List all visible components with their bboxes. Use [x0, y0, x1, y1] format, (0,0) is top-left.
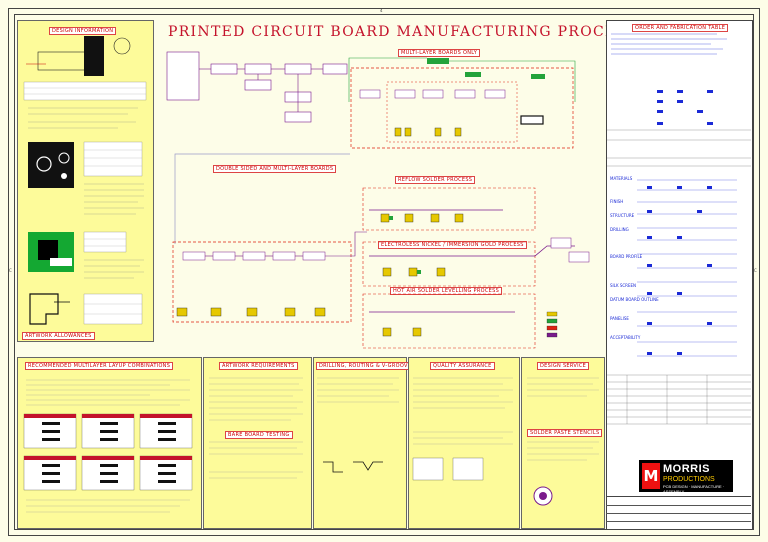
label-acceptability: ACCEPTABILITY [610, 335, 641, 340]
artwork-allowances-header: ARTWORK ALLOWANCES [22, 332, 95, 340]
design-service-header: DESIGN SERVICE [537, 362, 590, 370]
outer-frame [8, 8, 760, 536]
logo-mark: M [642, 463, 660, 489]
company-logo: M MORRIS PRODUCTIONS PCB DESIGN · MANUFA… [639, 460, 733, 494]
grid-label-top: 4 [380, 8, 383, 13]
label-board-profile: BOARD PROFILE [610, 254, 643, 259]
tb-row-1 [606, 505, 751, 506]
grid-label-right: C [754, 268, 757, 273]
label-panelise: PANELISE [610, 316, 629, 321]
label-datum: DATUM BOARD OUTLINE [610, 297, 659, 302]
title-block-grid [606, 496, 751, 529]
label-drilling: DRILLING [610, 227, 629, 232]
label-structure: STRUCTURE [610, 213, 635, 218]
quality-header: QUALITY ASSURANCE [430, 362, 495, 370]
quality-panel [408, 357, 520, 529]
drilling-panel [313, 357, 407, 529]
artwork-requirements-panel [203, 357, 312, 529]
page-title: PRINTED CIRCUIT BOARD MANUFACTURING PROC… [168, 24, 639, 40]
recommended-header: RECOMMENDED MULTILAYER LAYUP COMBINATION… [25, 362, 174, 370]
process-flow-diagram [166, 51, 590, 349]
reflow-header: REFLOW SOLDER PROCESS [395, 176, 476, 184]
label-silk-screen: SILK SCREEN [610, 283, 636, 288]
label-materials: MATERIALS [610, 176, 633, 181]
logo-tagline: PCB DESIGN · MANUFACTURE · ASSEMBLY [663, 484, 725, 494]
label-finish: FINISH [610, 199, 624, 204]
multi-layer-header: MULTI-LAYER BOARDS ONLY [398, 49, 481, 57]
logo-sub: PRODUCTIONS [663, 476, 715, 483]
order-table-lines [607, 33, 751, 425]
logo-company: MORRIS [663, 463, 710, 475]
electroless-header: ELECTROLESS NICKEL / IMMERSION GOLD PROC… [378, 241, 527, 249]
left-column-diagrams [23, 36, 147, 325]
solder-paste-header: SOLDER PASTE STENCILS [527, 429, 603, 437]
inner-frame [14, 14, 754, 530]
artwork-requirements-header: ARTWORK REQUIREMENTS [219, 362, 298, 370]
layup-tables [23, 379, 193, 513]
order-table-header: ORDER AND FABRICATION TABLE [632, 24, 729, 32]
tb-row-3 [606, 521, 751, 522]
grid-label-left: C [9, 268, 12, 273]
bottom-panels-text [209, 377, 599, 506]
double-sided-header: DOUBLE SIDED AND MULTI-LAYER BOARDS [213, 165, 337, 173]
order-table-frame [606, 20, 753, 530]
bare-board-header: BARE BOARD TESTING [225, 431, 293, 439]
tb-row-2 [606, 513, 751, 514]
design-information-header: DESIGN INFORMATION [49, 27, 117, 35]
hot-air-header: HOT AIR SOLDER LEVELLING PROCESS [390, 287, 503, 295]
drilling-header: DRILLING, ROUTING & V-GROOVE [316, 362, 415, 370]
